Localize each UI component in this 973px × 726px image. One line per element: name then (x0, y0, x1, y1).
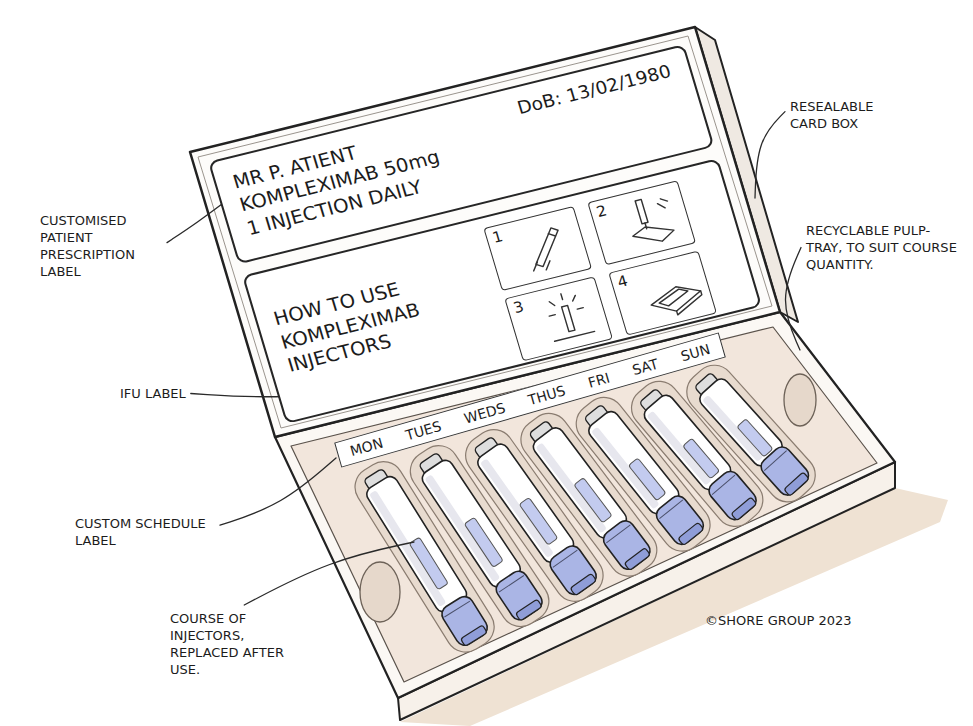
pen-band (548, 232, 555, 237)
leader-line (755, 112, 785, 198)
step-number: 3 (511, 298, 526, 317)
callout-text: RECYCLABLE PULP-TRAY, TO SUIT COURSE QUA… (806, 222, 961, 273)
pen-cap (439, 593, 491, 648)
ifu-step-frame: 3 (504, 276, 613, 361)
day-label: SUN (679, 341, 712, 365)
ifu-step-frame: 4 (608, 251, 717, 336)
cap-ridge (606, 525, 630, 543)
pen-cap-end (784, 472, 809, 496)
cap-ridge (712, 475, 735, 494)
pen-sketch (562, 305, 575, 331)
needle-sketch (645, 223, 647, 229)
leader-line (244, 542, 414, 605)
pen-sketch (657, 287, 691, 308)
cap-ridge (764, 451, 786, 471)
pen-cap-end (731, 497, 757, 521)
cap-sketch (531, 259, 552, 273)
skin-sketch (631, 221, 676, 248)
pen-sketch (635, 199, 648, 223)
pen-cap (757, 443, 812, 498)
label-text: DoB: 13/02/1980 (515, 60, 674, 118)
leader-line (785, 248, 801, 351)
pictogram-lines (623, 194, 678, 248)
motion-marks (656, 197, 669, 209)
tray-edge (673, 291, 706, 315)
pen-window (409, 537, 448, 590)
pictogram-lines (542, 289, 595, 342)
pen-cap (600, 517, 654, 573)
cap-ridge (444, 601, 469, 617)
pen-cap (493, 568, 546, 623)
ifu-step-frame: 2 (587, 180, 696, 265)
callout-text: IFU LABEL (120, 385, 186, 402)
step-number: 4 (615, 272, 630, 291)
callout-text: COURSE OF INJECTORS, REPLACED AFTER USE. (170, 610, 305, 678)
pen-cap-end (460, 625, 487, 646)
cap-ridge (553, 550, 577, 567)
pictogram-lines (523, 226, 568, 272)
thumb-cutout (360, 562, 400, 622)
leader-line (220, 458, 336, 525)
pen-window (464, 517, 503, 567)
pen-sketch (527, 226, 567, 268)
pen-shade (647, 411, 712, 486)
ifu-pictogram (530, 281, 608, 351)
ifu-pictogram (613, 185, 691, 255)
day-label: SAT (630, 356, 660, 379)
day-label: TUES (404, 418, 444, 443)
pen-recess (679, 357, 824, 510)
callout-text: RESEALABLE CARD BOX (790, 98, 908, 132)
pen-cap-end (678, 522, 704, 545)
pen-cap-end (570, 573, 596, 595)
day-label: MON (348, 435, 385, 460)
lid-inner-edge (198, 36, 772, 428)
pen-window (519, 497, 558, 545)
step-number: 2 (594, 202, 609, 221)
injector-pen (679, 357, 824, 510)
pen-cap-end (516, 599, 543, 621)
cap-ridge (659, 500, 682, 519)
thumb-cutout (784, 374, 816, 426)
step-number: 1 (490, 227, 505, 246)
box-lid (190, 27, 780, 437)
leader-line (167, 201, 226, 243)
pen-window (683, 438, 720, 478)
pictogram-lines (648, 281, 706, 320)
cap-ridge (499, 575, 524, 592)
pen-cap (653, 492, 707, 548)
callout-text: ©SHORE GROUP 2023 (705, 612, 852, 629)
ifu-pictogram (509, 211, 587, 281)
pen-window (628, 458, 666, 501)
day-label: FRI (586, 370, 611, 391)
surface-line (555, 331, 595, 341)
day-label: THUS (526, 382, 567, 408)
callout-text: CUSTOMISED PATIENT PRESCRIPTION LABEL (40, 212, 162, 280)
ifu-step-frame: 1 (483, 206, 592, 291)
click-marks (544, 290, 583, 316)
pen-cap (705, 468, 759, 524)
ifu-pictogram (634, 255, 712, 325)
callout-text: CUSTOM SCHEDULE LABEL (75, 515, 215, 549)
pen-cap-end (624, 548, 650, 571)
pen-window (574, 478, 612, 523)
pen-shade (591, 427, 660, 510)
label-text: HOW TO USE KOMPLEXIMAB INJECTORS (271, 258, 492, 378)
pen-window (737, 419, 773, 457)
pen-cap (547, 542, 600, 598)
